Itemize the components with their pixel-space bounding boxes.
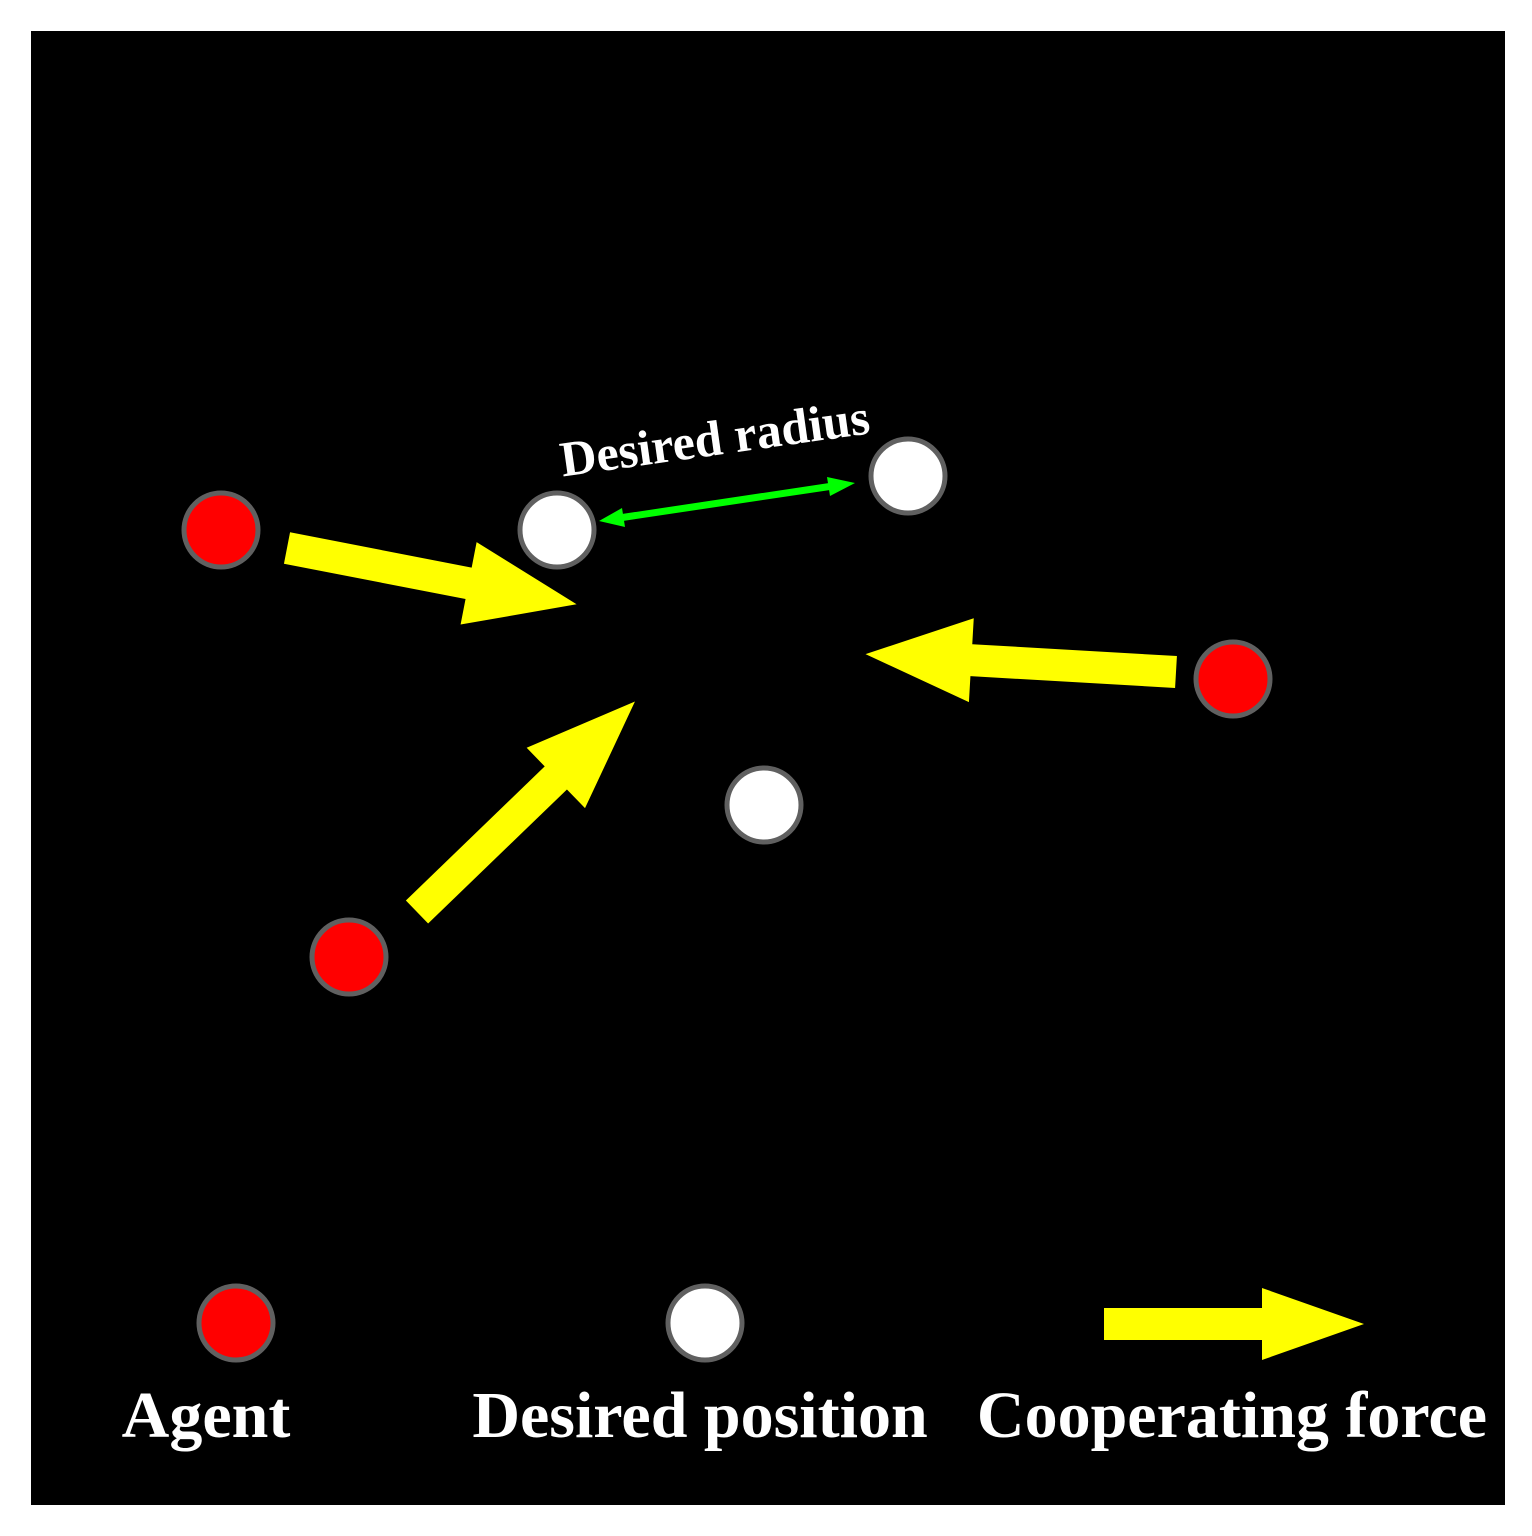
legend-desired-position-label: Desired position [472, 1379, 927, 1452]
legend-cooperating-force-label: Cooperating force [977, 1379, 1487, 1452]
force-1 [283, 532, 577, 625]
desired-radius-arrow [618, 482, 834, 522]
desired-position-2 [868, 436, 948, 516]
legend-agent-swatch [196, 1283, 276, 1363]
desired-radius-arrowhead-left [599, 508, 625, 527]
desired-position-1 [517, 490, 597, 570]
legend-desired-position-swatch [665, 1283, 745, 1363]
desired-position-3 [724, 765, 804, 845]
legend-cooperating-force-swatch [1104, 1288, 1364, 1360]
desired-radius-arrowhead-right [827, 477, 855, 496]
agent-2 [1193, 639, 1273, 719]
force-2 [865, 618, 1177, 703]
agent-3 [309, 917, 389, 997]
force-3 [405, 701, 635, 924]
legend-agent-label: Agent [122, 1379, 291, 1452]
agent-1 [181, 490, 261, 570]
